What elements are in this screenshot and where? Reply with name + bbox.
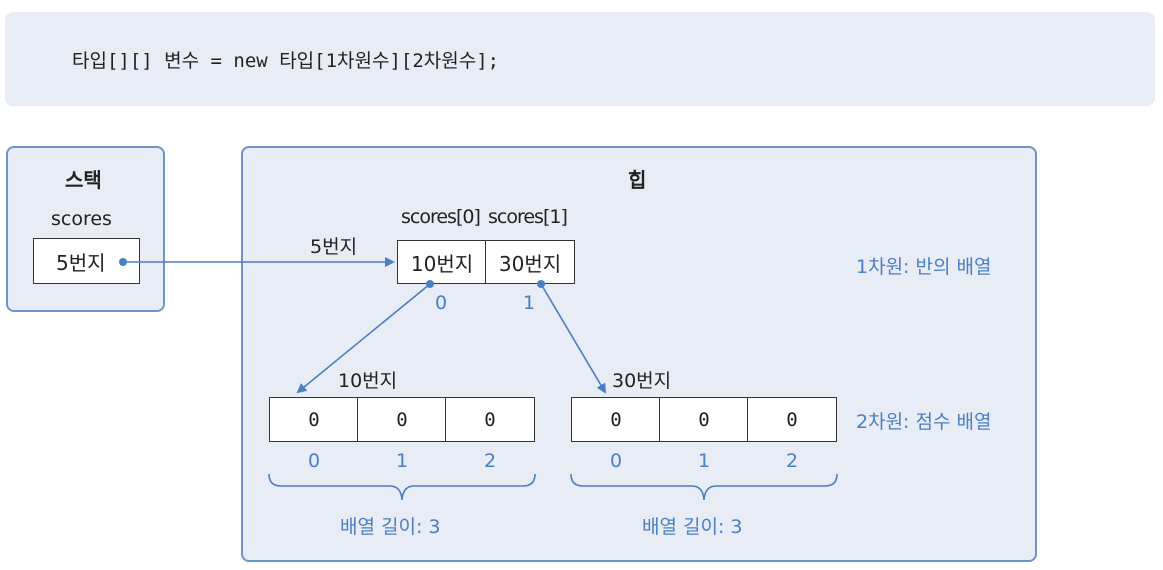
inner-array-0-length-label: 배열 길이: 3 (340, 516, 441, 538)
outer-header-0: scores[0] (401, 206, 481, 228)
inner-array-0-cell-2: 0 (445, 397, 535, 442)
inner-array-1-index-1: 1 (698, 450, 711, 472)
stack-var-name: scores (51, 208, 112, 230)
inner-array-0-index-0: 0 (308, 450, 321, 472)
ref1-dot (537, 280, 545, 288)
inner-array-1-brace (570, 473, 838, 501)
stack-ref-dot (119, 258, 127, 266)
inner-array-0-index-2: 2 (484, 450, 497, 472)
inner-array-1-length-label: 배열 길이: 3 (642, 516, 743, 538)
outer-index-1: 1 (523, 292, 536, 314)
inner-array-1-cell-2-value: 0 (786, 408, 798, 431)
inner-array-0-cell-0: 0 (269, 397, 359, 442)
outer-cell-1-value: 30번지 (498, 251, 562, 276)
inner-array-0-cell-0-value: 0 (308, 408, 320, 431)
outer-array-address: 5번지 (310, 236, 358, 258)
inner-array-1-index-2: 2 (786, 450, 799, 472)
stack-title: 스택 (65, 168, 102, 192)
inner-array-1-index-0: 0 (610, 450, 623, 472)
heap-title: 힙 (628, 168, 647, 192)
stack-panel (6, 146, 165, 312)
inner-array-1-cell-1: 0 (659, 397, 749, 442)
inner-array-0-cell-2-value: 0 (484, 408, 496, 431)
inner-array-0-cell-1: 0 (357, 397, 447, 442)
outer-cell-0-value: 10번지 (410, 251, 474, 276)
inner-array-1-address: 30번지 (612, 370, 672, 392)
code-syntax: 타입[][] 변수 = new 타입[1차원수][2차원수]; (72, 50, 500, 72)
heap-panel (241, 146, 1037, 562)
outer-header-1: scores[1] (488, 206, 568, 228)
code-panel (5, 12, 1155, 106)
inner-array-0-index-1: 1 (396, 450, 409, 472)
ref0-arrow (296, 283, 431, 394)
outer-cell-1: 30번지 (485, 240, 575, 284)
ref1-arrow (540, 283, 607, 394)
inner-array-1-cell-1-value: 0 (698, 408, 710, 431)
inner-array-0-address: 10번지 (338, 370, 398, 392)
ref0-dot (426, 280, 434, 288)
stack-var-value: 5번지 (56, 250, 106, 275)
outer-index-0: 0 (435, 292, 448, 314)
inner-caption: 2차원: 점수 배열 (856, 411, 992, 433)
inner-array-0-brace (268, 473, 536, 501)
inner-array-1-cell-2: 0 (747, 397, 837, 442)
outer-caption: 1차원: 반의 배열 (856, 256, 992, 278)
inner-array-1-cell-0-value: 0 (610, 408, 622, 431)
inner-array-0-cell-1-value: 0 (396, 408, 408, 431)
inner-array-1-cell-0: 0 (571, 397, 661, 442)
